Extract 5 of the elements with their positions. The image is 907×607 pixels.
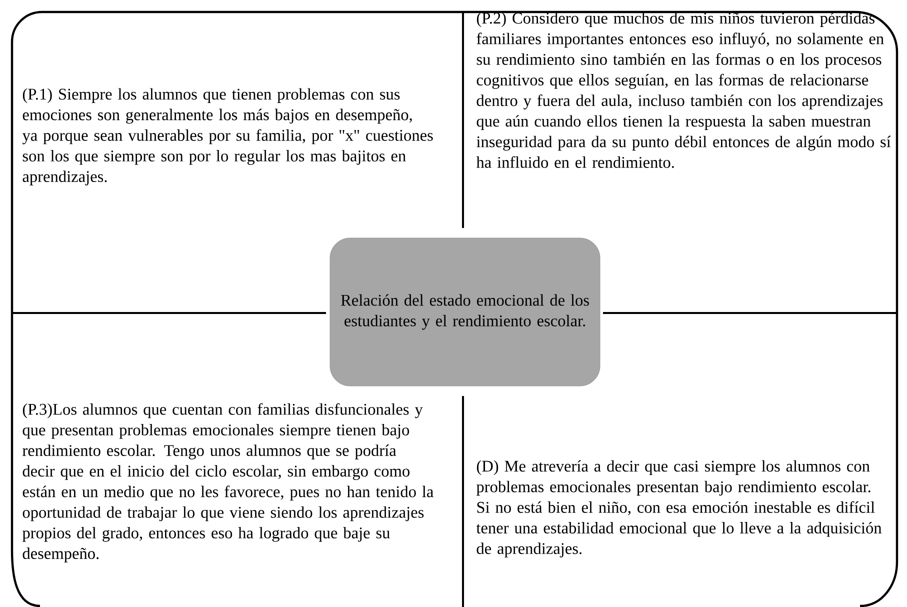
quote-text: (P.1) Siempre los alumnos que tienen problemas con sus emociones son generalmente los más bajos en desempeño, ya porque sean vulnerables por su familia, por "x" cuestiones son los que siempre son por lo regular los mas bajitos en aprendizajes. [22, 88, 433, 186]
quote-text: (D) Me atrevería a decir que casi siempre los alumnos con problemas emocionales presentan bajo rendimiento escolar. Si no está bien el niño, con esa emoción inestable es difícil tener una estabilidad emocional que lo lleve a la adquisición de aprendizajes. [476, 460, 882, 558]
topic-box: Relación del estado emocional de los estudiantes y el rendimiento escolar. [330, 238, 600, 386]
quote-text: (P.2) Considero que muchos de mis niños tuvieron pérdidas familiares importantes entonces eso influyó, no solamente en su rendimiento sino también en las formas o en los procesos cognitivos que ellos seguían, en las formas de relacionarse dentro y fuera del aula, incluso también con los aprendizajes que aún cuando ellos tienen la respuesta la saben muestran inseguridad para da su punto débil entonces de algún modo sí ha influido en el rendimiento. [476, 12, 891, 168]
quote-text: (P.3)Los alumnos que cuentan con familias disfuncionales y que presentan problemas emocionales siempre tienen bajo rendimiento escolar. Tengo unos alumnos que se podría decir que en el inicio del ciclo escolar, sin embargo como están en un medio que no les favorece, pues no han tenido la oportunidad de trabajar lo que viene siendo los aprendizajes propios del grado, entonces eso ha logrado que baje su desempeño. [22, 403, 434, 562]
